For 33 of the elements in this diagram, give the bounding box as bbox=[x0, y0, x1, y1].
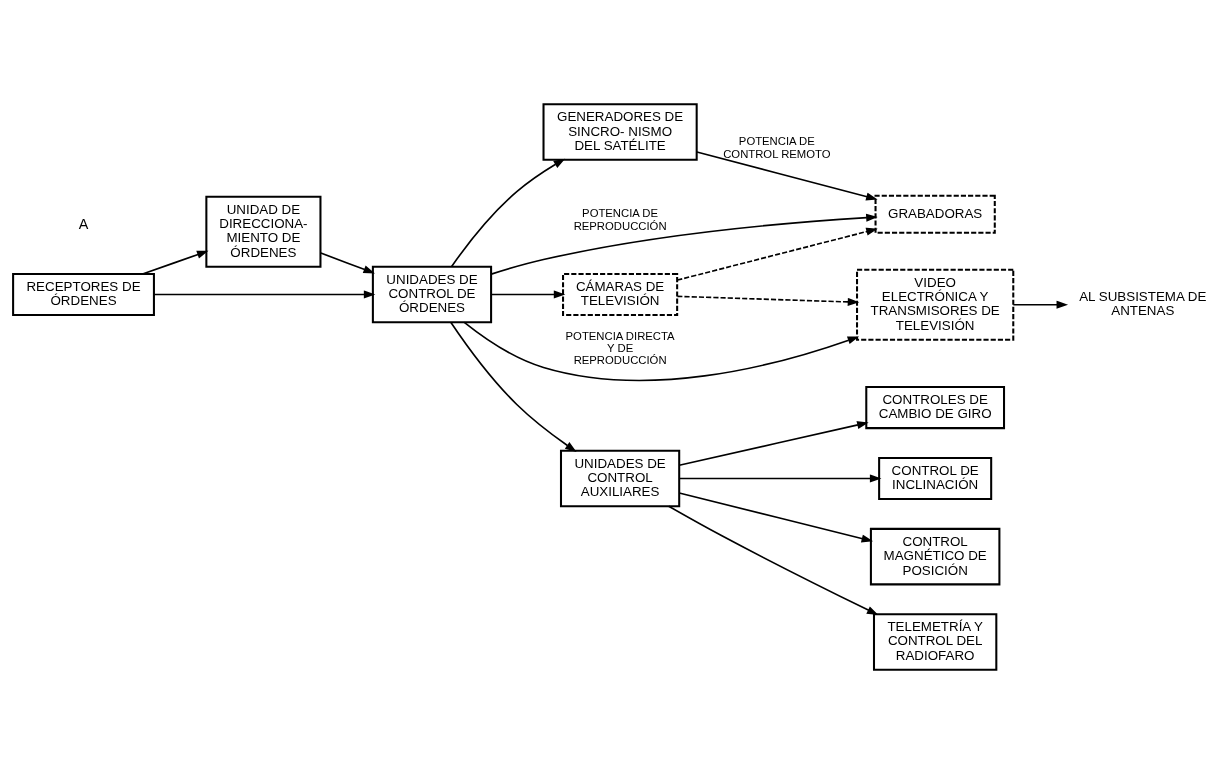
arrow bbox=[490, 213, 878, 275]
arrow bbox=[677, 492, 873, 543]
node-box: GRABADORAS bbox=[874, 194, 996, 234]
node-box: CONTROL DE INCLINACIÓN bbox=[877, 456, 992, 501]
edge-label: POTENCIA DIRECTA Y DE REPRODUCCIÓN bbox=[565, 329, 675, 367]
node-box: CÁMARAS DE TELEVISIÓN bbox=[561, 272, 678, 317]
node-box: TELEMETRÍA Y CONTROL DEL RADIOFARO bbox=[872, 613, 997, 671]
arrow bbox=[695, 151, 878, 201]
edge-label: POTENCIA DE REPRODUCCIÓN bbox=[573, 207, 667, 232]
node-box: UNIDADES DE CONTROL DE ÓRDENES bbox=[371, 265, 492, 324]
arrow bbox=[450, 158, 565, 268]
node-box: GENERADORES DE SINCRO- NISMO DEL SATÉLITE bbox=[542, 103, 698, 161]
node-box: UNIDAD DE DIRECCIONA- MIENTO DE ÓRDENES bbox=[204, 195, 321, 268]
arrow bbox=[319, 252, 375, 274]
arrow bbox=[677, 474, 881, 483]
label: A bbox=[78, 216, 88, 233]
arrow bbox=[667, 505, 878, 616]
node-text: AL SUBSISTEMA DE ANTENAS bbox=[1078, 289, 1206, 319]
arrow bbox=[490, 290, 565, 299]
arrow bbox=[449, 321, 577, 452]
arrow bbox=[141, 250, 208, 275]
arrow bbox=[1012, 300, 1068, 309]
node-box: CONTROLES DE CAMBIO DE GIRO bbox=[864, 385, 1005, 430]
node-box: CONTROL MAGNÉTICO DE POSICIÓN bbox=[869, 527, 1000, 586]
node-box: UNIDADES DE CONTROL AUXILIARES bbox=[559, 449, 680, 508]
arrow bbox=[676, 295, 859, 306]
arrow bbox=[462, 321, 859, 382]
node-box: VIDEO ELECTRÓNICA Y TRANSMISORES DE TELEVISIÓN bbox=[855, 268, 1014, 341]
arrow bbox=[152, 290, 375, 299]
edge-label: POTENCIA DE CONTROL REMOTO bbox=[722, 135, 831, 160]
node-box: RECEPTORES DE ÓRDENES bbox=[11, 272, 155, 317]
arrow bbox=[676, 227, 878, 281]
arrow bbox=[677, 421, 869, 467]
